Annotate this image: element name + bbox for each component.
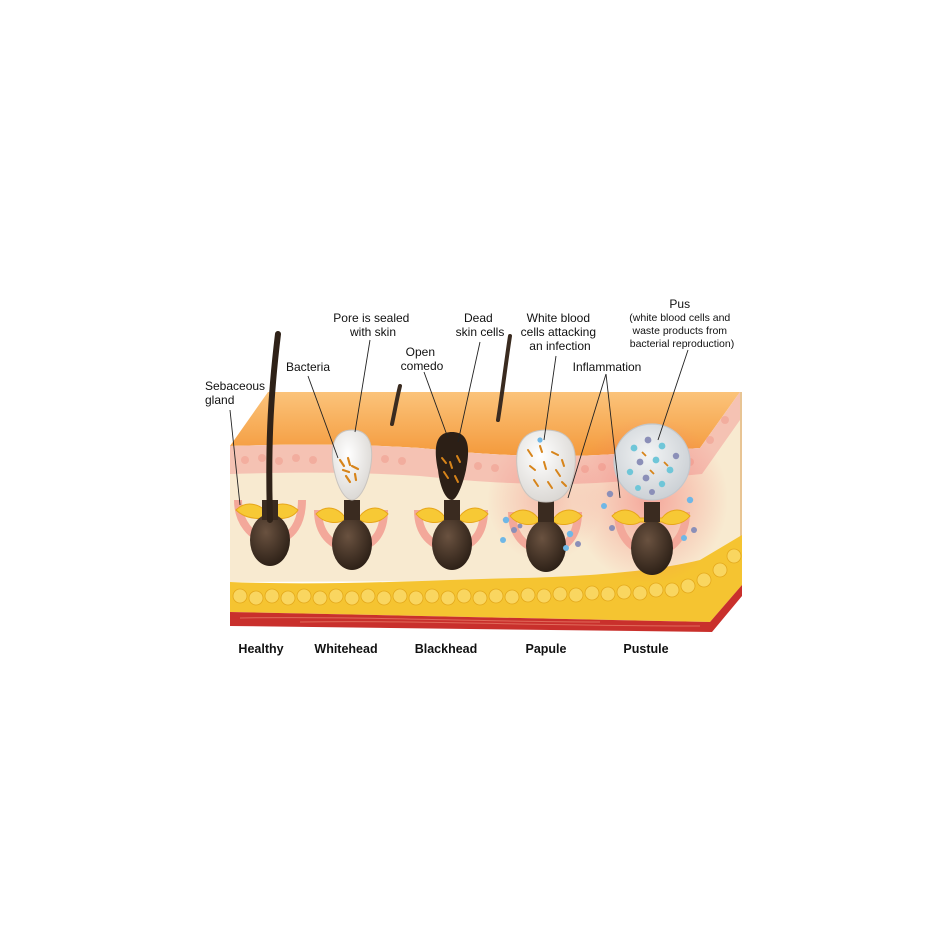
hair-shaft-healthy (266, 331, 281, 523)
pus-contents (626, 436, 680, 495)
whitehead-bacteria (338, 456, 360, 484)
leader-lines (229, 339, 689, 506)
pustule-white-blood-cells (601, 490, 697, 541)
sebaceous-gland-pustule (611, 509, 691, 525)
sebaceous-gland-blackhead (415, 507, 489, 523)
label-pus: Pus (white blood cells and waste product… (629, 295, 734, 350)
label-dead-skin-cells: Dead skin cells (456, 311, 505, 339)
stage-label-healthy: Healthy (238, 642, 283, 656)
surface-hair-2 (496, 334, 512, 422)
muscle-layer (230, 585, 742, 632)
stage-label-whitehead: Whitehead (314, 642, 377, 656)
follicle-pustule (572, 416, 728, 584)
follicle-healthy (234, 331, 306, 566)
follicle-whitehead (314, 429, 389, 570)
papule-white-blood-cells (500, 437, 581, 551)
surface-hair-1 (390, 384, 402, 426)
stage-label-papule: Papule (526, 642, 567, 656)
blackhead-bacteria (441, 455, 461, 483)
fat-cells (232, 548, 742, 606)
label-open-comedo: Open comedo (401, 345, 444, 373)
papule-bacteria (527, 445, 567, 489)
stage-label-blackhead: Blackhead (415, 642, 478, 656)
stage-label-pustule: Pustule (623, 642, 668, 656)
label-inflammation: Inflammation (573, 360, 642, 374)
label-white-blood-cells: White blood cells attacking an infection (521, 311, 600, 353)
label-pore-sealed: Pore is sealed with skin (333, 311, 412, 339)
follicle-blackhead (414, 432, 489, 570)
label-sebaceous-gland: Sebaceous gland (205, 379, 268, 407)
pus-sac (613, 423, 691, 501)
follicle-papule (487, 429, 603, 572)
sebaceous-gland-whitehead (315, 507, 389, 523)
label-bacteria: Bacteria (286, 360, 330, 374)
